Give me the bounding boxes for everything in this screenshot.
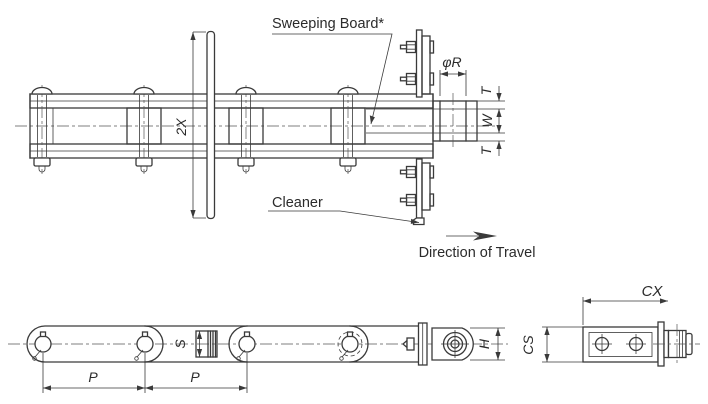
sweeping-board-section	[399, 29, 435, 98]
dim-label-h: H	[476, 338, 492, 349]
link-end-on	[653, 321, 700, 367]
dimension-cs: CS	[520, 326, 583, 363]
dimension-s: S	[172, 331, 203, 357]
dimension-roller-diameter: φR	[439, 54, 467, 96]
dim-label-w: W	[479, 113, 495, 128]
dim-label-s: S	[172, 339, 188, 349]
dimension-2x: 2X	[173, 31, 206, 219]
dimension-t-w-t: T W T	[477, 85, 505, 156]
callout-sweeping-board: Sweeping Board*	[272, 16, 393, 125]
cleaner-label: Cleaner	[272, 195, 323, 211]
dimension-h: H	[470, 327, 505, 361]
chain-side-view	[15, 85, 495, 174]
sweeping-board-side	[206, 30, 216, 220]
dimension-cx: CX	[582, 283, 668, 325]
dim-label-t-bottom: T	[478, 145, 494, 155]
direction-of-travel-label: Direction of Travel	[419, 245, 536, 261]
board-bolts-lower	[399, 165, 417, 207]
cleaner-detail-view: CS CX	[520, 283, 700, 367]
callout-cleaner: Cleaner	[268, 195, 420, 224]
direction-of-travel: Direction of Travel	[419, 231, 536, 261]
chain-pins	[31, 85, 359, 174]
end-bar-roller-section	[432, 93, 478, 159]
chain-plan-view: P P S H	[8, 322, 508, 393]
plan-pins	[32, 331, 359, 361]
cleaner-bolt-holes	[592, 334, 646, 354]
dim-label-cx: CX	[642, 283, 664, 300]
plan-right-end	[402, 322, 474, 366]
sweeping-board-label: Sweeping Board*	[272, 16, 384, 32]
dim-label-2x: 2X	[173, 118, 189, 137]
dim-label-phi-r: φR	[442, 54, 461, 70]
dimension-pitch: P P	[42, 353, 248, 393]
dim-label-p1: P	[88, 369, 98, 385]
dim-label-t-top: T	[478, 85, 494, 95]
dim-label-p2: P	[190, 369, 200, 385]
travel-arrow-icon	[473, 231, 497, 241]
dim-label-cs: CS	[520, 335, 536, 355]
board-slot-plan	[195, 330, 218, 358]
board-bolts-upper	[399, 40, 417, 86]
cleaner-section	[399, 158, 435, 226]
